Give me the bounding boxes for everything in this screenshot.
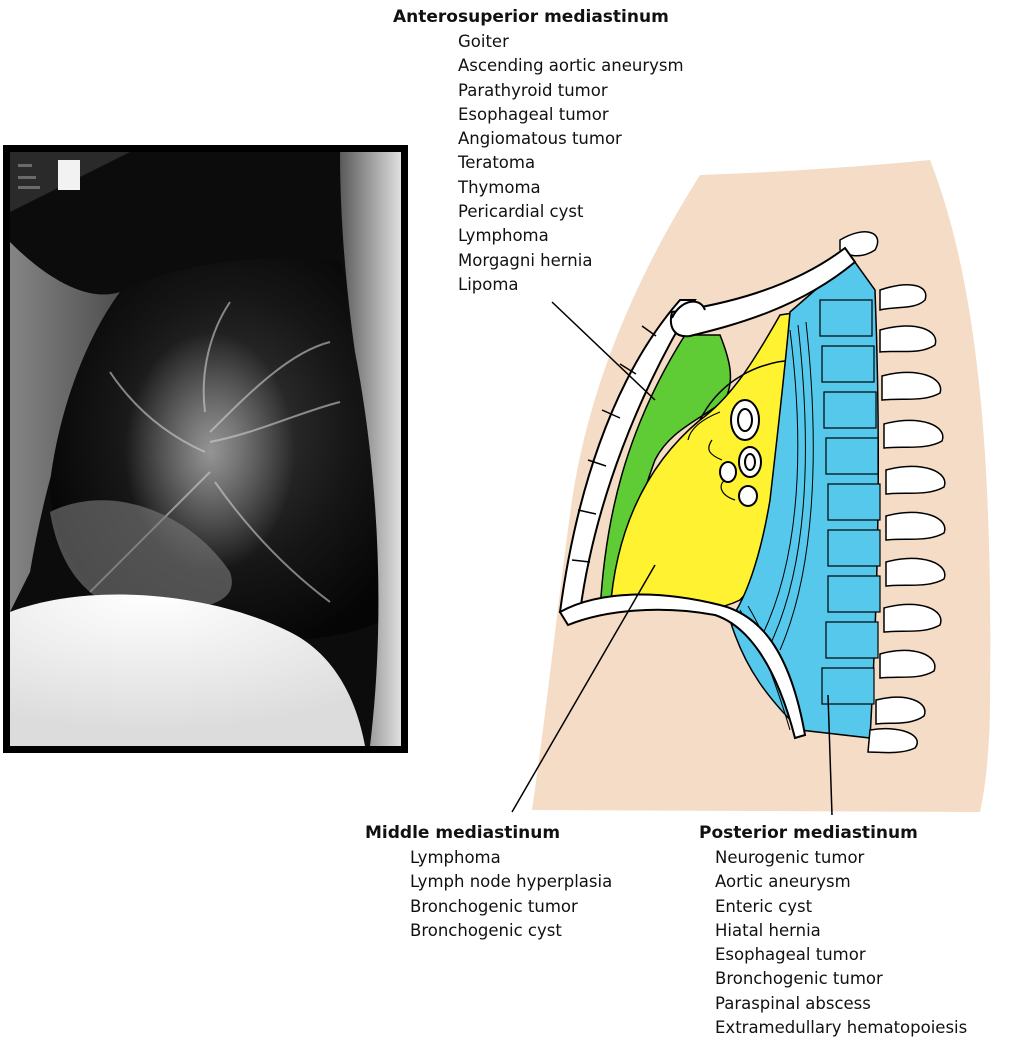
anterosuperior-mediastinum-label: Anterosuperior mediastinum Goiter Ascend… [393,6,684,297]
list-item: Pericardial cyst [458,200,684,224]
list-item: Goiter [458,30,684,54]
list-item: Bronchogenic tumor [715,967,967,991]
posterior-list: Neurogenic tumor Aortic aneurysm Enteric… [715,846,967,1040]
list-item: Angiomatous tumor [458,127,684,151]
list-item: Bronchogenic tumor [410,895,612,919]
middle-mediastinum-label: Middle mediastinum Lymphoma Lymph node h… [365,822,612,943]
middle-heading: Middle mediastinum [365,822,612,844]
list-item: Enteric cyst [715,895,967,919]
list-item: Paraspinal abscess [715,992,967,1016]
list-item: Bronchogenic cyst [410,919,612,943]
list-item: Neurogenic tumor [715,846,967,870]
middle-list: Lymphoma Lymph node hyperplasia Bronchog… [410,846,612,943]
list-item: Parathyroid tumor [458,79,684,103]
posterior-heading: Posterior mediastinum [699,822,967,844]
list-item: Esophageal tumor [715,943,967,967]
list-item: Aortic aneurysm [715,870,967,894]
list-item: Teratoma [458,151,684,175]
list-item: Lymphoma [410,846,612,870]
list-item: Extramedullary hematopoiesis [715,1016,967,1040]
list-item: Lipoma [458,273,684,297]
posterior-mediastinum-label: Posterior mediastinum Neurogenic tumor A… [699,822,967,1040]
list-item: Lymphoma [458,224,684,248]
list-item: Esophageal tumor [458,103,684,127]
anterosuperior-list: Goiter Ascending aortic aneurysm Parathy… [458,30,684,297]
list-item: Ascending aortic aneurysm [458,54,684,78]
vertebral-bodies [820,300,880,704]
anterosuperior-heading: Anterosuperior mediastinum [393,6,684,28]
list-item: Hiatal hernia [715,919,967,943]
list-item: Thymoma [458,176,684,200]
list-item: Lymph node hyperplasia [410,870,612,894]
list-item: Morgagni hernia [458,249,684,273]
